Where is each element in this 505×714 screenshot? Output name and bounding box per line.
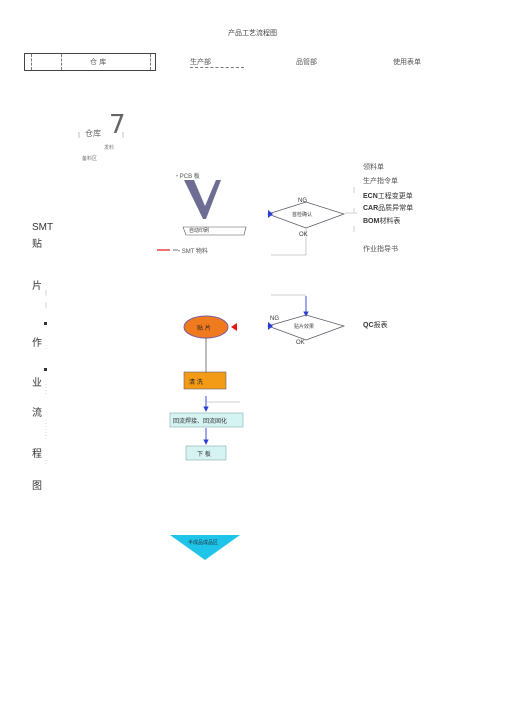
- warehouse-node-sub2: 备料区: [82, 156, 98, 162]
- inspect1-left-arrow: [268, 210, 273, 218]
- inspect2-ng: NG: [270, 316, 279, 322]
- vertical-title-2: 贴: [32, 239, 42, 250]
- column-header-forms: 使用表单: [393, 58, 421, 66]
- vertical-title-7: 程: [32, 449, 42, 460]
- reflow-box: [169, 412, 244, 428]
- column-header-quality: 品管部: [296, 58, 317, 66]
- form-work-instruction: 作业指导书: [363, 245, 398, 253]
- reflow-label: 回流焊接、回流固化: [173, 418, 228, 425]
- vertical-title-4: 作: [32, 338, 42, 349]
- page-title: 产品工艺流程图: [228, 29, 277, 37]
- unload-label: 下 板: [197, 451, 211, 458]
- inspect2-ok: OK: [296, 340, 305, 346]
- inspect1-ng: NG: [298, 198, 307, 204]
- vertical-title-6: 流: [32, 408, 42, 419]
- clean-box: [183, 371, 227, 390]
- auto-print-label: 自动印刷: [189, 228, 210, 234]
- vertical-title-8: 图: [32, 481, 42, 492]
- form-requisition: 领料单: [363, 163, 384, 171]
- final-triangle: [170, 535, 240, 560]
- warehouse-node-sub1: 发料: [104, 145, 115, 151]
- form-ecn: ECN工程变更单: [363, 192, 413, 200]
- warehouse-node-label: 仓库: [85, 129, 101, 138]
- inspect1-ok: OK: [299, 232, 308, 238]
- inspect1-ok-line: [271, 228, 307, 256]
- inspect2-diamond: [266, 314, 346, 341]
- warehouse-header-box: [24, 53, 156, 71]
- smt-material-label: • SMT 物料: [178, 249, 209, 255]
- pcb-label: • PCB 板: [176, 174, 200, 180]
- unload-box: [185, 445, 227, 461]
- vertical-title-3: 片: [32, 281, 42, 292]
- clean-label: 清 洗: [189, 379, 203, 386]
- form-car: CAR品质异常单: [363, 204, 414, 212]
- column-header-warehouse: 仓 库: [90, 58, 107, 66]
- vertical-title-1: SMT: [32, 222, 54, 233]
- auto-print-box: [182, 226, 247, 236]
- pcb-v-shape: [184, 180, 221, 219]
- production-header-underline: [190, 67, 244, 68]
- vertical-title-5: 业: [32, 378, 42, 389]
- final-label: 半成品成品区: [188, 540, 219, 546]
- column-header-production: 生产部: [190, 58, 211, 66]
- warehouse-node-number: 7: [109, 110, 126, 140]
- mount-label: 贴 片: [197, 325, 211, 332]
- mount-red-arrow: [231, 323, 237, 331]
- inspect1-diamond: [266, 201, 346, 229]
- inspect2-left-arrow: [268, 322, 273, 330]
- form-qc-report: QC报表: [363, 321, 388, 329]
- inspect2-label: 贴片效果: [294, 324, 315, 330]
- inspect1-label: 首检确认: [292, 212, 313, 218]
- form-bom: BOM材料表: [363, 217, 401, 225]
- form-production-order: 生产指令单: [363, 177, 398, 185]
